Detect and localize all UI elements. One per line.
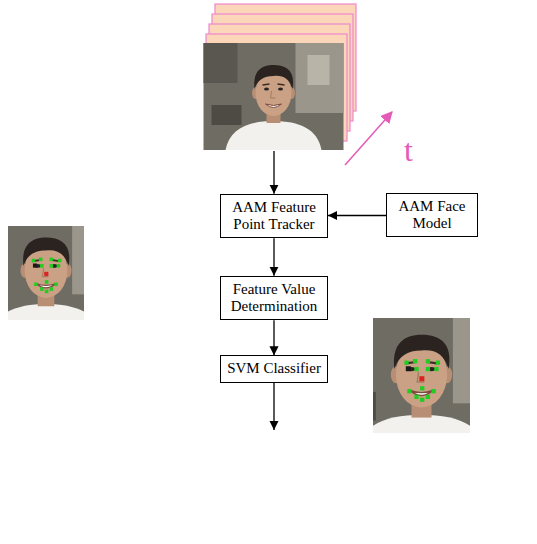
- flow-arrow: [328, 215, 386, 216]
- flow-arrow: [273, 320, 274, 355]
- process-box: Feature Value Determination: [220, 276, 328, 321]
- tracked-face-left: [0, 211, 129, 338]
- flow-arrow: [273, 151, 274, 194]
- flow-arrow: [273, 383, 274, 430]
- video-frame: [204, 43, 344, 150]
- tracked-face-right: [322, 303, 522, 456]
- process-box: AAM Feature Point Tracker: [220, 194, 328, 239]
- time-label: t: [404, 132, 413, 169]
- time-axis: [345, 112, 392, 165]
- flow-arrow: [273, 238, 274, 276]
- box-label: AAM Feature Point Tracker: [225, 199, 323, 234]
- box-label: AAM Face Model: [391, 198, 473, 233]
- box-label: Feature Value Determination: [225, 281, 323, 316]
- box-label: SVM Classifier: [225, 360, 323, 377]
- process-box: SVM Classifier: [220, 355, 328, 382]
- process-box: AAM Face Model: [386, 193, 478, 238]
